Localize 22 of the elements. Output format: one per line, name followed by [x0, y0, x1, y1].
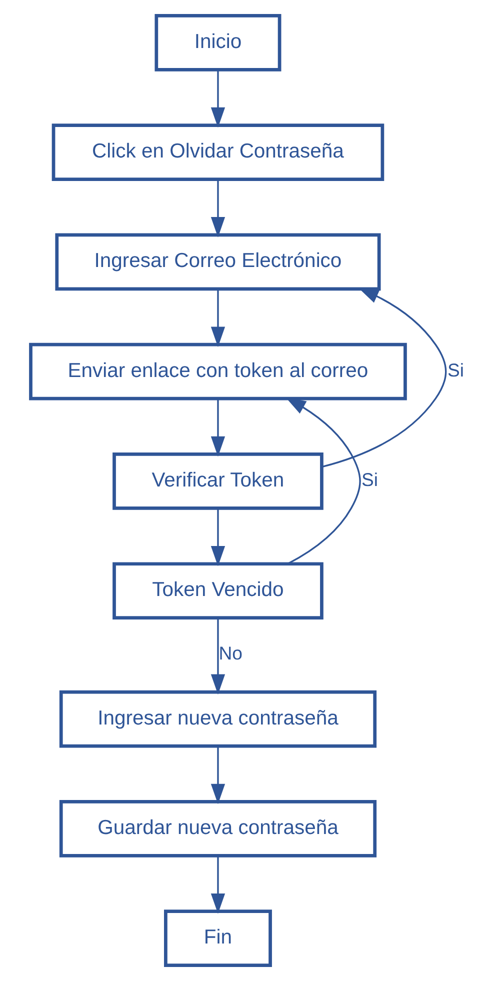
node-box: Fin [164, 910, 272, 968]
node-box: Token Vencido [112, 562, 324, 620]
node-box: Inicio [154, 14, 282, 72]
arrow [210, 508, 226, 566]
arrow [210, 289, 226, 347]
arrow [210, 180, 226, 238]
node-box: Enviar enlace con token al correo [29, 342, 407, 400]
arrow [286, 397, 361, 564]
node-box: Ingresar Correo Electrónico [55, 233, 381, 291]
node-box: Verificar Token [112, 452, 324, 510]
edge-label: Si [448, 359, 464, 380]
arrow [210, 70, 226, 128]
arrow [210, 399, 226, 457]
edge-label: No [218, 642, 242, 664]
node-box: Ingresar nueva contraseña [59, 690, 377, 748]
arrow [322, 288, 447, 468]
arrow [210, 618, 226, 695]
node-box: Guardar nueva contraseña [59, 800, 377, 858]
arrow [210, 856, 226, 914]
arrow [210, 746, 226, 804]
node-box: Click en Olvidar Contraseña [52, 124, 384, 181]
edge-label: Si [362, 468, 378, 490]
